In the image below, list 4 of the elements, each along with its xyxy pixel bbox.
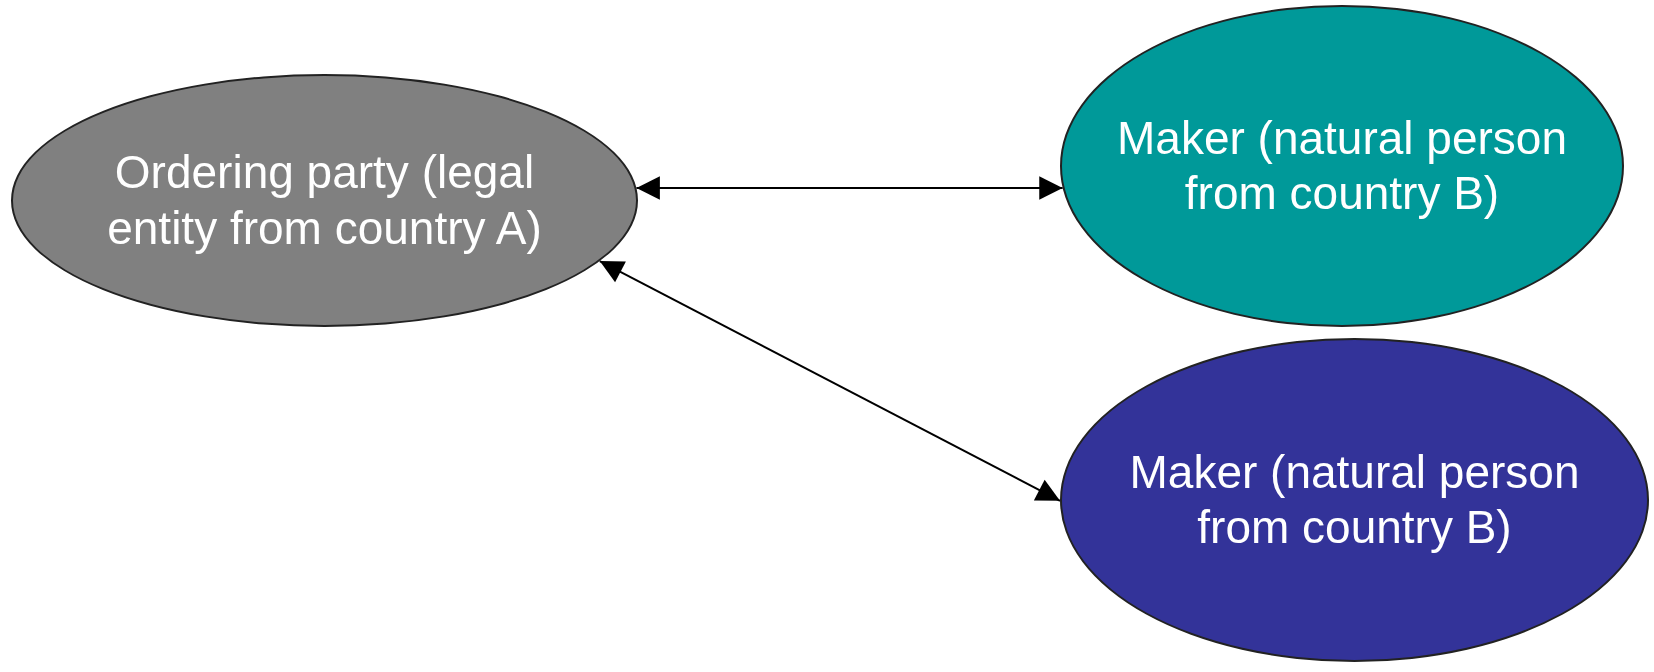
entity-label: Ordering party (legal entity from country A) — [106, 145, 543, 256]
entity-label: Maker (natural person from country B) — [1116, 110, 1568, 221]
entity-label: Maker (natural person from country B) — [1128, 444, 1581, 555]
double-headed-arrow — [598, 260, 1061, 502]
